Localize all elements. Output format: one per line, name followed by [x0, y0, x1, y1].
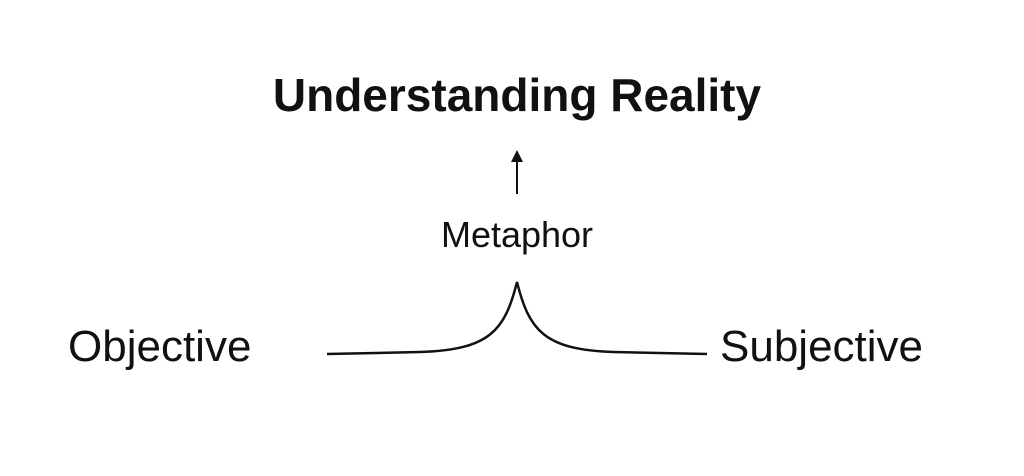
subjective-label: Subjective	[720, 322, 924, 371]
metaphor-label: Metaphor	[440, 214, 594, 255]
diagram-title: Understanding Reality	[272, 69, 762, 121]
up-arrow-icon	[511, 150, 523, 194]
objective-label: Objective	[68, 322, 252, 371]
merge-curve	[326, 281, 708, 356]
